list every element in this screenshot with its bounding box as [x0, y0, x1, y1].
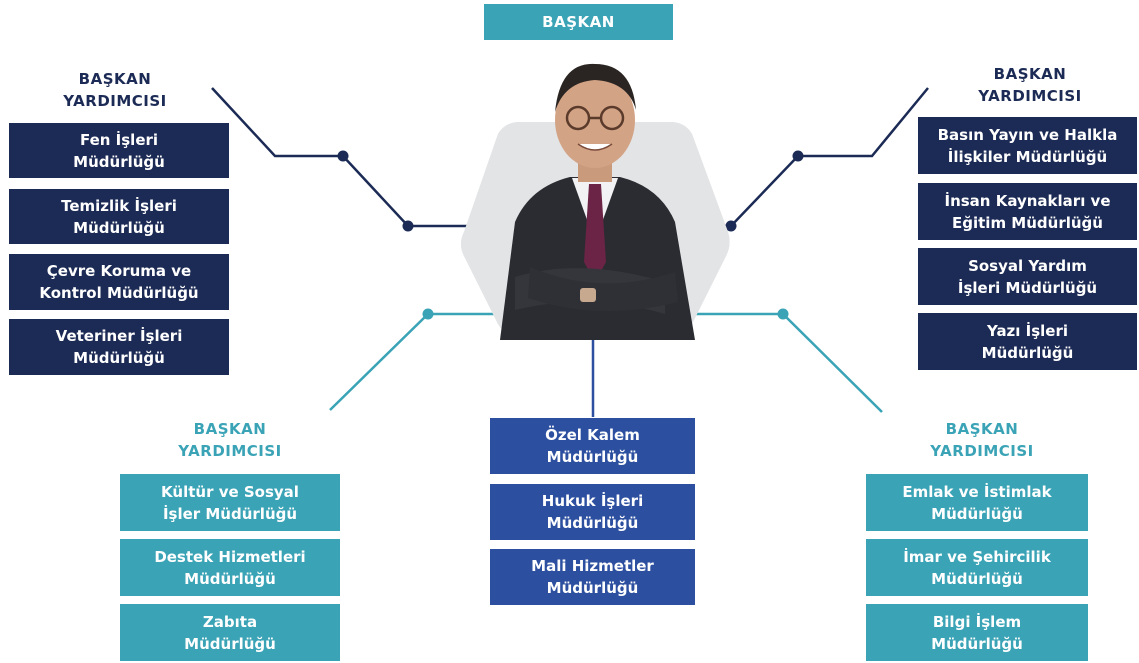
- group-title-top-right: BAŞKAN YARDIMCISI: [978, 65, 1082, 105]
- unit-box: Kültür ve Sosyal İşler Müdürlüğü: [120, 474, 340, 531]
- unit-box: Veteriner İşleri Müdürlüğü: [9, 319, 229, 375]
- connector-top-left: [211, 87, 490, 228]
- connector-dot: [422, 308, 434, 320]
- unit-box: Sosyal Yardım İşleri Müdürlüğü: [918, 248, 1137, 305]
- unit-box: Basın Yayın ve Halkla İlişkiler Müdürlüğ…: [918, 117, 1137, 174]
- connector-dot: [725, 220, 737, 232]
- unit-box: Mali Hizmetler Müdürlüğü: [490, 549, 695, 605]
- group-title-bottom-left: BAŞKAN YARDIMCISI: [178, 420, 282, 460]
- president-label: BAŞKAN: [484, 4, 673, 40]
- unit-box: Çevre Koruma ve Kontrol Müdürlüğü: [9, 254, 229, 310]
- group-title-bottom-right: BAŞKAN YARDIMCISI: [930, 420, 1034, 460]
- unit-box: Bilgi İşlem Müdürlüğü: [866, 604, 1088, 661]
- unit-box: Fen İşleri Müdürlüğü: [9, 123, 229, 178]
- unit-box: Özel Kalem Müdürlüğü: [490, 418, 695, 474]
- unit-box: Emlak ve İstimlak Müdürlüğü: [866, 474, 1088, 531]
- group-title-top-left: BAŞKAN YARDIMCISI: [63, 70, 167, 110]
- connector-dot: [402, 220, 414, 232]
- unit-box: İmar ve Şehircilik Müdürlüğü: [866, 539, 1088, 596]
- president-photo: [461, 63, 730, 340]
- connector-dot: [337, 150, 349, 162]
- unit-box: Temizlik İşleri Müdürlüğü: [9, 189, 229, 244]
- unit-box: Hukuk İşleri Müdürlüğü: [490, 484, 695, 540]
- unit-box: Destek Hizmetleri Müdürlüğü: [120, 539, 340, 596]
- unit-box: Zabıta Müdürlüğü: [120, 604, 340, 661]
- connector-dot: [777, 308, 789, 320]
- connector-dot: [792, 150, 804, 162]
- unit-box: İnsan Kaynakları ve Eğitim Müdürlüğü: [918, 183, 1137, 240]
- unit-box: Yazı İşleri Müdürlüğü: [918, 313, 1137, 370]
